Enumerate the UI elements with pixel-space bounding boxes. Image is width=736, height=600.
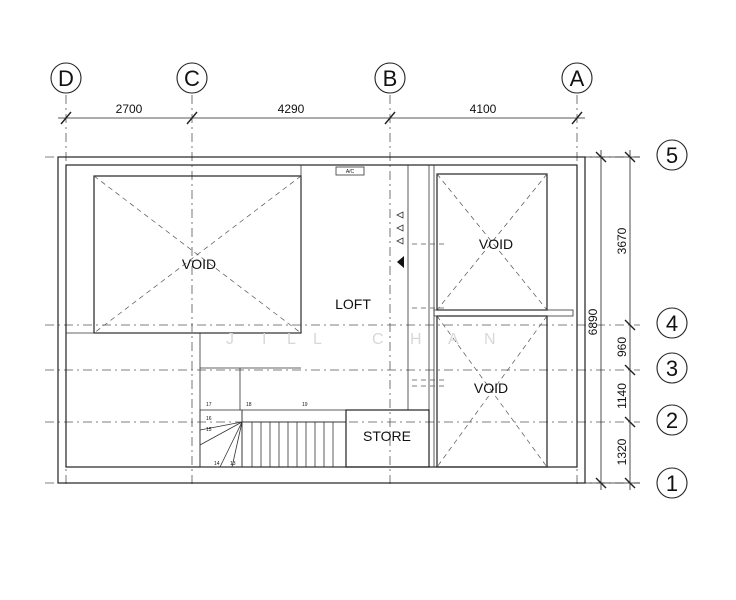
stair-number: 13	[230, 461, 236, 467]
dim-tick	[624, 364, 636, 376]
store-outline	[345, 409, 430, 468]
grid-label-a: A	[570, 66, 585, 91]
stair-number: 17	[206, 402, 212, 408]
dim-overall: 6890	[586, 308, 600, 335]
grid-bubble-b	[374, 62, 406, 94]
dim-tick	[60, 111, 72, 125]
stair-number: 14	[214, 461, 220, 467]
void-right-top-label: VOID	[479, 236, 513, 252]
stair-number: 16	[206, 416, 212, 422]
grid-label-2: 2	[666, 408, 678, 433]
grid-label-b: B	[383, 66, 398, 91]
dim-3-2: 1140	[615, 383, 629, 409]
watermark-letter: H	[410, 331, 424, 348]
watermark-letter: A	[448, 331, 461, 348]
void-right-top-cross	[436, 173, 548, 311]
dim-tick	[624, 416, 636, 428]
grid-bubble-1	[656, 467, 688, 499]
stair-number: 18	[246, 402, 252, 408]
ac-unit	[335, 166, 365, 176]
dim-tick	[595, 151, 607, 163]
stair-number: 19	[302, 402, 308, 408]
watermark-letter: L	[313, 331, 324, 348]
store-label: STORE	[363, 428, 411, 444]
dim-tick	[384, 111, 396, 125]
grid-label-1: 1	[666, 471, 678, 496]
level-marker-icon	[396, 224, 404, 232]
dim-tick	[595, 477, 607, 489]
grid-bubble-5	[656, 139, 688, 171]
void-right-top-cross	[436, 173, 548, 311]
grid-bubble-4	[656, 307, 688, 339]
watermark-letter: C	[372, 331, 386, 348]
grid-bubble-2	[656, 404, 688, 436]
stair-flight	[241, 421, 347, 468]
void-right-bottom-cross	[436, 315, 548, 468]
stair-winder	[199, 421, 243, 446]
stair-number: 15	[206, 427, 212, 433]
beam	[433, 309, 574, 317]
level-marker-filled-icon	[397, 256, 404, 268]
grid-label-3: 3	[666, 356, 678, 381]
grid-label-5: 5	[666, 143, 678, 168]
grid-bubble-3	[656, 352, 688, 384]
void-right-bottom-outline	[436, 315, 548, 468]
grid-label-c: C	[184, 66, 200, 91]
ac-label: A/C	[346, 169, 355, 175]
grid-bubble-c	[176, 62, 208, 94]
stair-winder	[231, 421, 243, 468]
void-left-cross	[93, 175, 302, 334]
void-left-label: VOID	[182, 256, 216, 272]
dim-c-b: 4290	[278, 102, 305, 116]
grid-label-4: 4	[666, 311, 678, 336]
dim-tick	[571, 111, 583, 125]
watermark-letter: J	[226, 331, 236, 348]
stair-winder	[219, 421, 243, 468]
grid-label-d: D	[58, 66, 74, 91]
stair-winder	[199, 421, 243, 431]
grid-bubble-d	[50, 62, 82, 94]
level-marker-icon	[396, 237, 404, 245]
void-right-bottom-label: VOID	[474, 380, 508, 396]
dim-tick	[624, 151, 636, 163]
watermark-letter: L	[287, 331, 298, 348]
dim-b-a: 4100	[470, 102, 497, 116]
dim-tick	[186, 111, 198, 125]
dim-tick	[624, 319, 636, 331]
dim-5-4: 3670	[615, 227, 629, 254]
watermark-letter: I	[262, 331, 268, 348]
dim-d-c: 2700	[116, 102, 143, 116]
watermark-letter: N	[484, 331, 498, 348]
dim-4-3: 960	[615, 337, 629, 357]
level-marker-icon	[396, 211, 404, 219]
dim-tick	[624, 477, 636, 489]
stair-top-landing	[241, 409, 347, 423]
grid-bubble-a	[561, 62, 593, 94]
loft-label: LOFT	[335, 296, 371, 312]
outer-wall	[57, 156, 586, 484]
dim-2-1: 1320	[615, 438, 629, 465]
